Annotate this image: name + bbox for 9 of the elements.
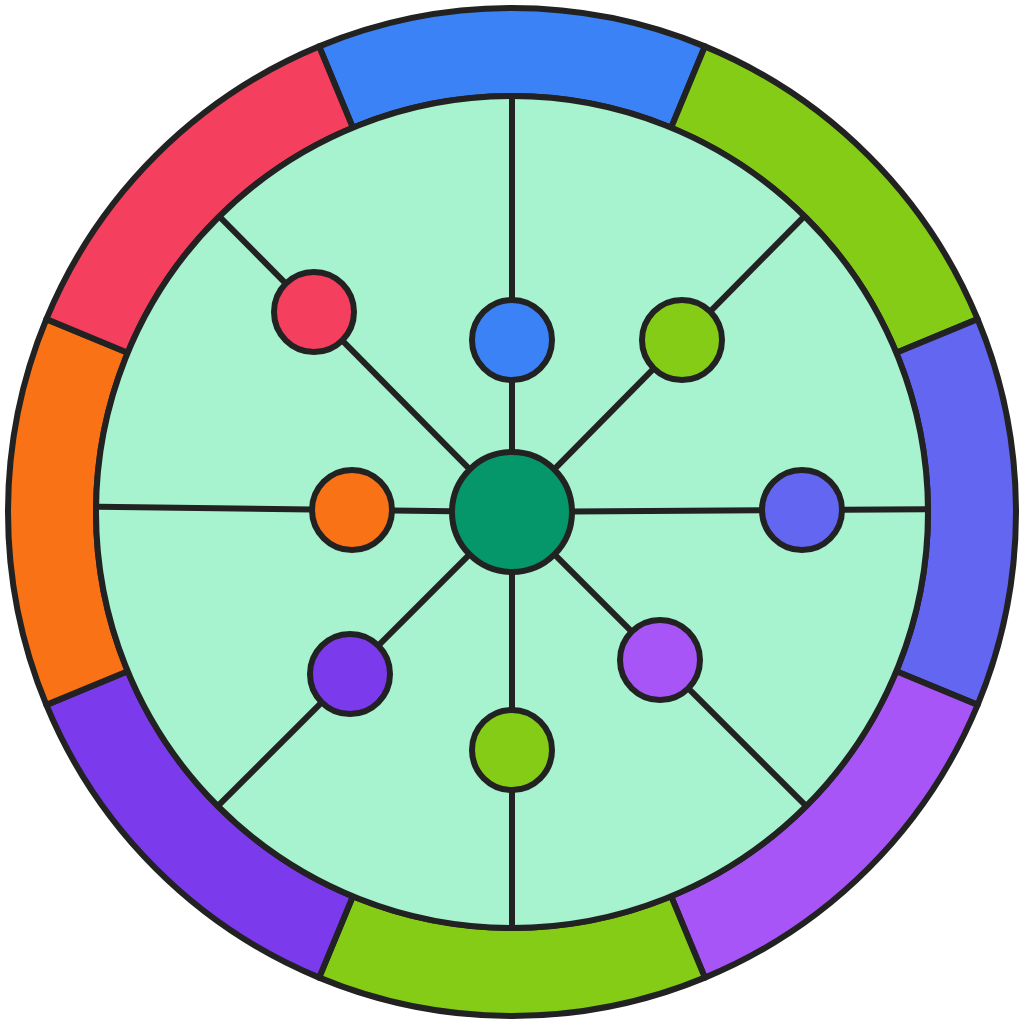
connector-line <box>509 380 515 452</box>
connector-line <box>552 366 656 472</box>
connector-line <box>340 338 472 472</box>
hub-circle <box>448 448 576 576</box>
connector-line <box>552 552 634 634</box>
connector-line <box>376 552 472 648</box>
connector-line <box>571 507 763 515</box>
connector-line <box>509 572 515 710</box>
connector-line <box>391 507 453 515</box>
